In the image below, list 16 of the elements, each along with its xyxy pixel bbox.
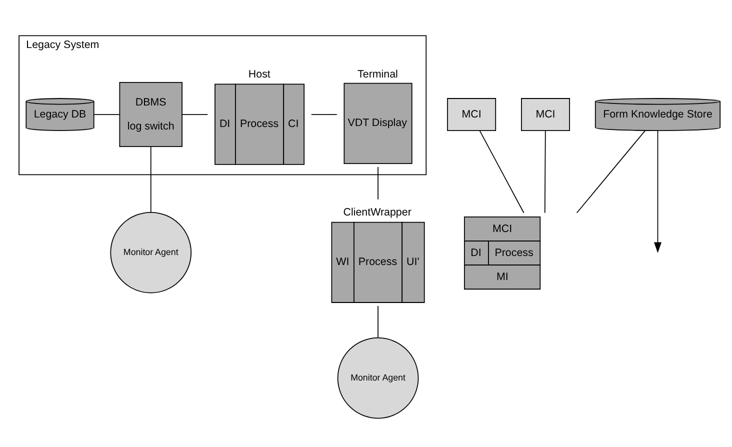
node-label: Terminal xyxy=(358,68,398,81)
node-box: MCI xyxy=(521,98,570,131)
node-circle: Monitor Agent xyxy=(337,337,419,419)
connector xyxy=(182,114,208,115)
node-box: DBMS log switch xyxy=(119,82,182,148)
node-circle: Monitor Agent xyxy=(110,212,192,294)
connector xyxy=(576,130,646,214)
connector xyxy=(544,130,546,214)
node-label: Host xyxy=(248,68,270,81)
connector xyxy=(94,114,120,115)
arrow xyxy=(654,130,662,253)
node-label: ClientWrapper xyxy=(343,206,412,219)
connector xyxy=(150,146,152,212)
connector xyxy=(310,114,338,115)
node-box: MCI xyxy=(447,98,496,131)
connector xyxy=(479,130,524,214)
